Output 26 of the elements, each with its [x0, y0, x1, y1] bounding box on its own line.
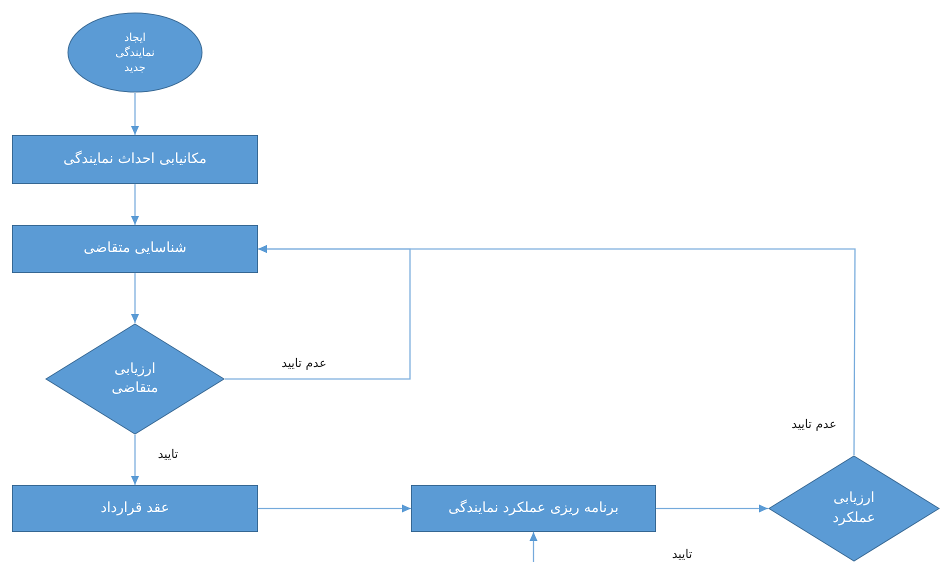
arrow — [530, 532, 538, 562]
decision-diamond — [45, 323, 225, 435]
process-box — [12, 135, 258, 184]
process-box — [12, 225, 258, 273]
node-text: ارزیابی عملکرد — [832, 489, 876, 528]
node-text: مکانیابی احداث نمایندگی — [62, 150, 208, 169]
arrow — [656, 504, 768, 512]
process-box — [12, 485, 258, 532]
node-text: برنامه ریزی عملکرد نمایندگی — [447, 498, 620, 518]
start-ellipse — [67, 12, 203, 93]
note-text: تایید — [670, 548, 694, 560]
arrow — [131, 435, 139, 485]
process-box — [411, 485, 656, 532]
decision-diamond — [768, 455, 940, 562]
arrow — [258, 245, 856, 455]
arrow — [131, 93, 139, 135]
node-text: ایجاد نمایندگی جدید — [114, 30, 156, 76]
node-text: شناسایی متقاضی — [82, 239, 188, 258]
arrow — [258, 504, 411, 512]
edge-label: عدم تایید — [790, 418, 838, 430]
arrow — [131, 273, 139, 323]
edge-label: عدم تایید — [280, 357, 328, 369]
arrow — [131, 184, 139, 225]
node-text: ارزیابی متقاضی — [110, 360, 160, 398]
edge-label: تایید — [156, 448, 180, 460]
node-text: عقد قرارداد — [100, 498, 170, 518]
